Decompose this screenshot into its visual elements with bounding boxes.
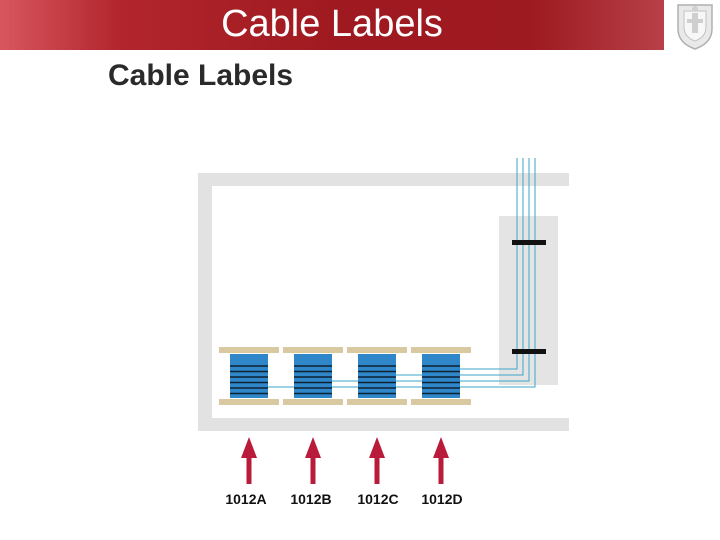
patch-panels [219,347,471,405]
title-banner: Cable Labels [0,0,664,50]
panel-ports [358,354,396,398]
panel-rail-bottom [219,399,279,405]
arrow-up-icon [433,437,449,484]
panel-label-1012a: 1012A [225,491,267,507]
cable-bundle-vertical [516,158,536,385]
patch-panel-1012c [347,347,407,405]
banner-title: Cable Labels [221,3,443,45]
arrow-up-icon [305,437,321,484]
room-wall [198,173,569,431]
panel-ports [294,354,332,398]
panel-rail-bottom [283,399,343,405]
panel-rail-top [219,347,279,353]
panel-ports [230,354,268,398]
patch-panel-1012d [411,347,471,405]
label-arrows [241,437,449,484]
arrow-up-icon [241,437,257,484]
patch-panel-1012b [283,347,343,405]
panel-label-1012b: 1012B [290,491,332,507]
crest-logo-icon [677,4,713,50]
slide-title: Cable Labels [108,59,294,92]
panel-label-1012c: 1012C [357,491,399,507]
panel-rail-bottom [347,399,407,405]
patch-panel-1012a [219,347,279,405]
panel-rail-top [347,347,407,353]
panel-rail-top [411,347,471,353]
panel-rail-top [283,347,343,353]
arrow-up-icon [369,437,385,484]
cable-clip [512,240,546,354]
panel-rail-bottom [411,399,471,405]
panel-label-1012d: 1012D [421,491,463,507]
panel-ports [422,354,460,398]
